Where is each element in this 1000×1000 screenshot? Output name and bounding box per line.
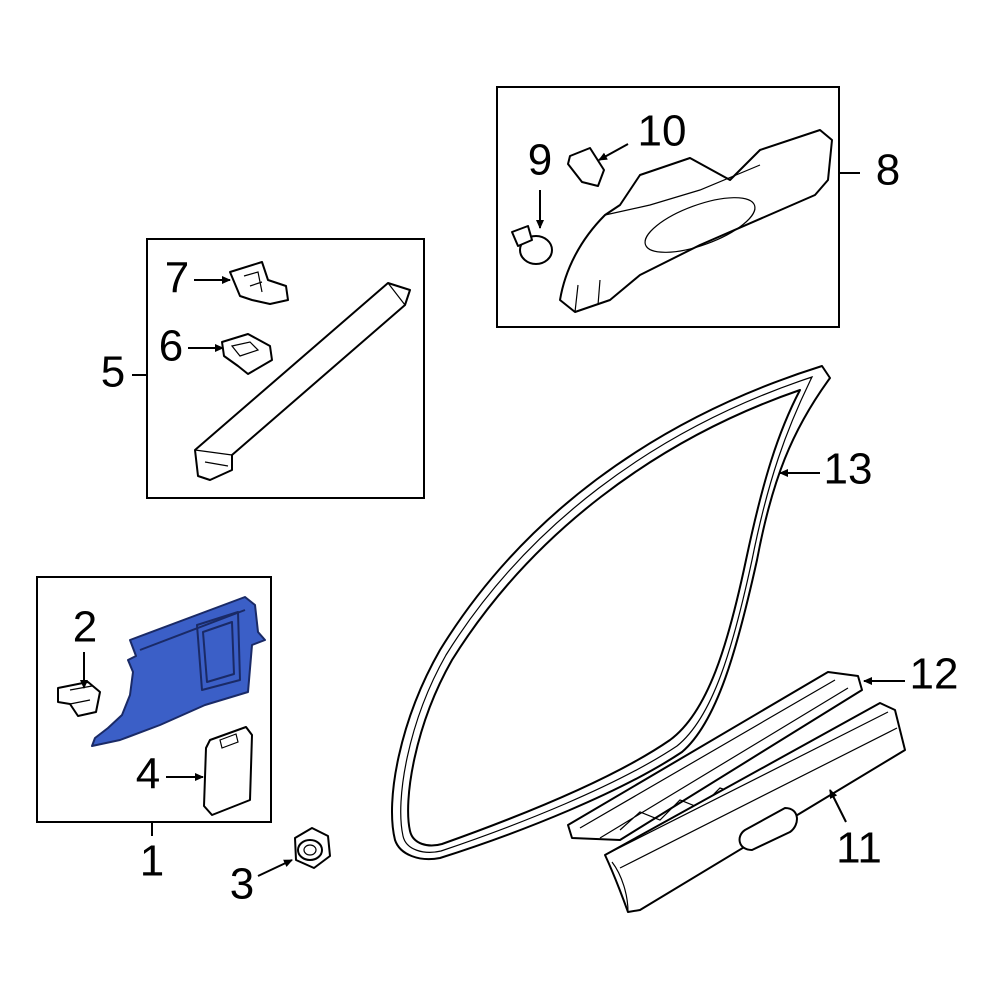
part-5-pillar-trim[interactable] [194, 282, 411, 481]
group-box-1 [36, 576, 272, 823]
part-1-lower-trim[interactable] [91, 596, 266, 747]
callout-3: 3 [230, 860, 254, 909]
part-8-rear-trim[interactable] [559, 129, 833, 313]
callout-5: 5 [101, 348, 125, 397]
callout-1: 1 [140, 837, 164, 886]
group-box-8 [496, 86, 840, 328]
part-2-clip[interactable] [57, 681, 101, 717]
part-3-nut[interactable] [294, 827, 331, 869]
callout-9: 9 [528, 136, 552, 185]
part-4-cover[interactable] [203, 726, 253, 816]
callout-4: 4 [136, 750, 160, 799]
part-6-clip[interactable] [221, 333, 273, 375]
arrow-10 [598, 143, 629, 161]
part-11-sill-plate[interactable] [604, 702, 906, 913]
part-7-clip[interactable] [229, 261, 289, 305]
callout-8: 8 [876, 146, 900, 195]
part-9-push-pin[interactable] [511, 225, 553, 265]
callout-12: 12 [910, 650, 959, 699]
group-box-5 [146, 238, 425, 499]
part-13-weatherstrip[interactable] [391, 365, 831, 860]
callout-10: 10 [638, 107, 687, 156]
callout-6: 6 [159, 322, 183, 371]
callout-11: 11 [836, 824, 882, 873]
arrow-11 [829, 789, 847, 823]
arrow-3 [257, 859, 293, 877]
callout-7: 7 [165, 254, 189, 303]
callout-13: 13 [824, 445, 873, 494]
callout-2: 2 [73, 603, 97, 652]
part-12-scuff-plate[interactable] [567, 671, 863, 841]
part-10-block[interactable] [567, 147, 605, 187]
